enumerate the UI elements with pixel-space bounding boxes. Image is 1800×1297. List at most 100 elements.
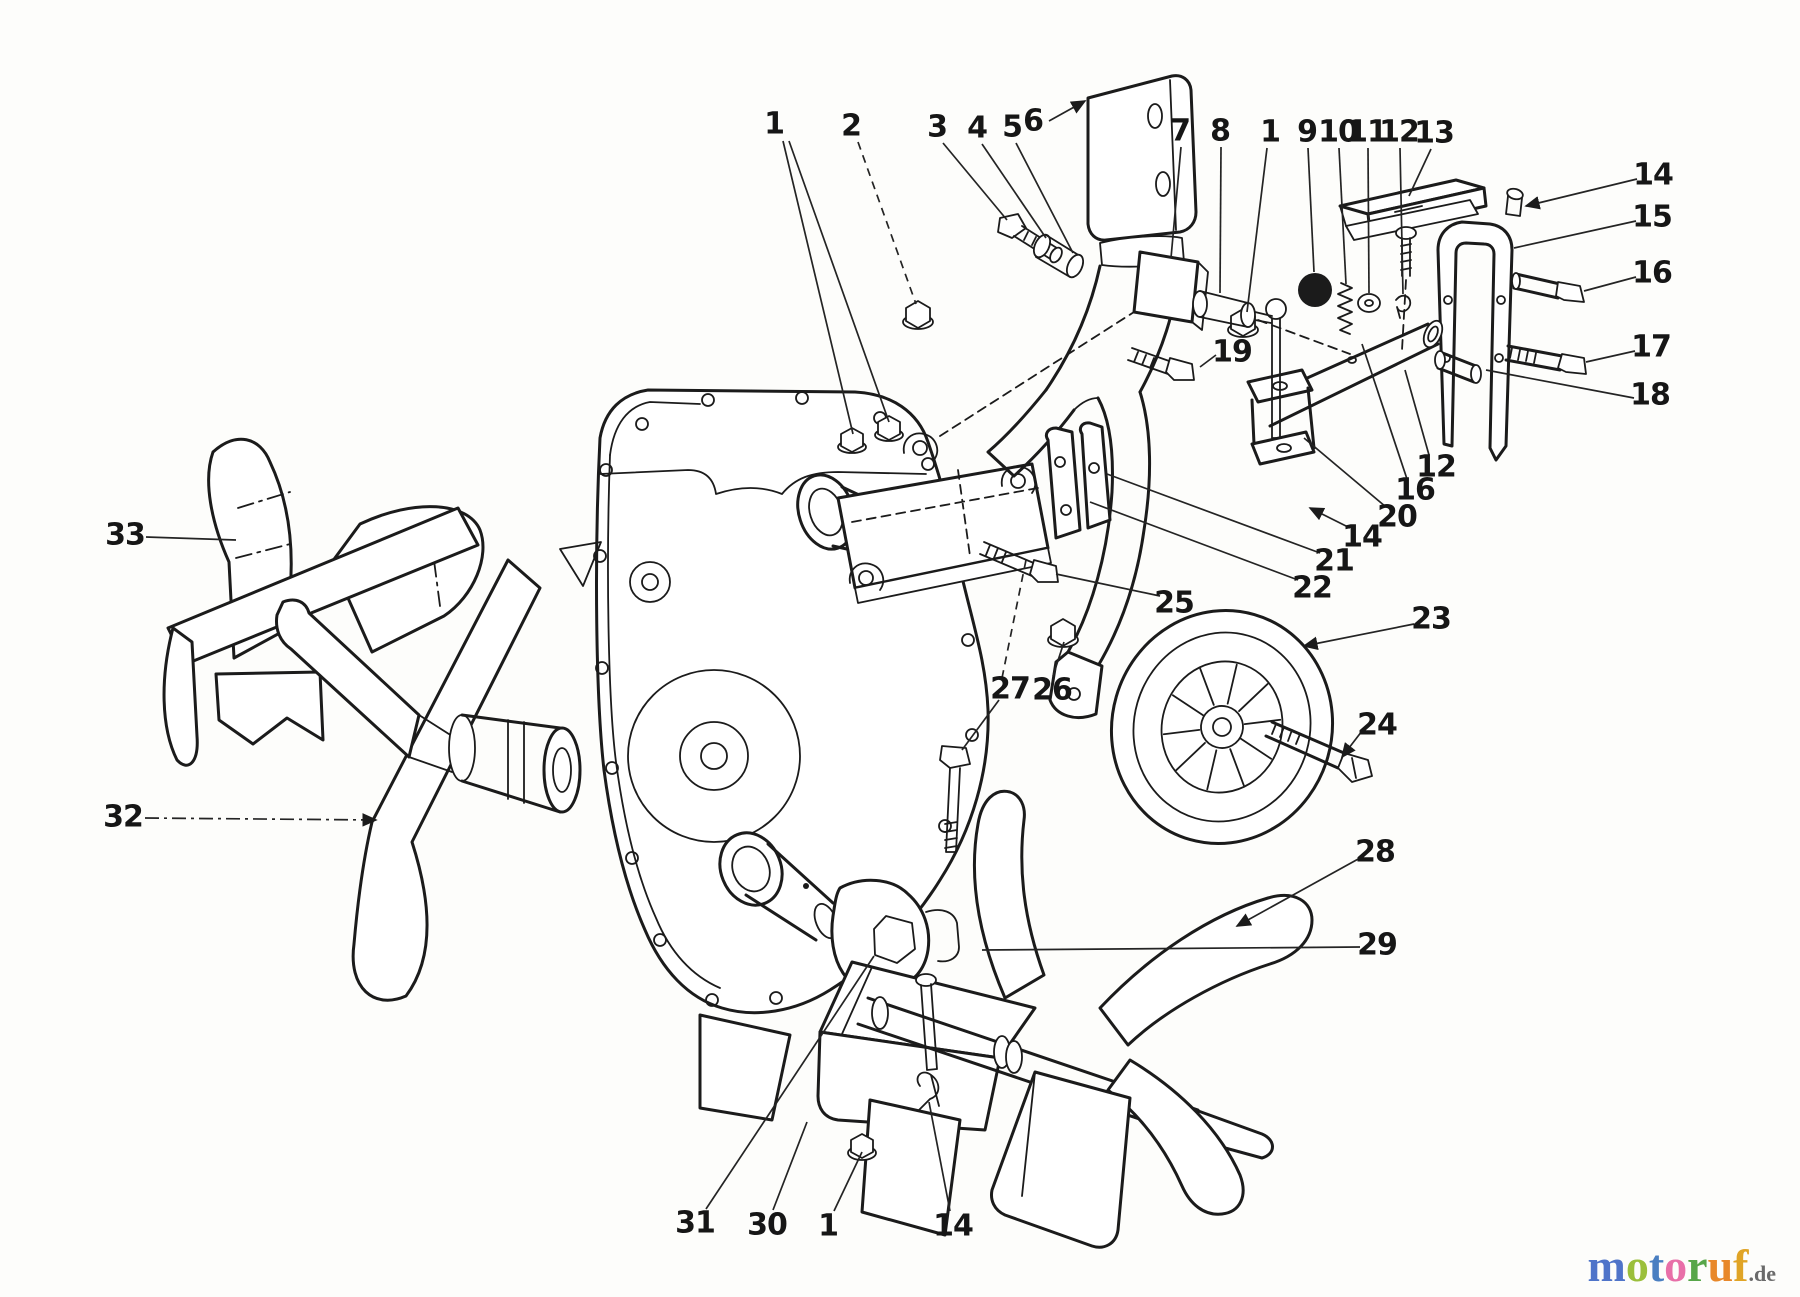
leader-line-5 [1015, 142, 1074, 254]
callout-1-0: 1 [764, 107, 784, 142]
leader-line-11 [1367, 147, 1370, 294]
left-axle-cone [275, 598, 453, 773]
leader-line-4 [981, 143, 1047, 239]
motoruf-watermark: motoruf.de [1588, 1243, 1777, 1289]
callout-27-29: 27 [990, 672, 1030, 707]
leader-line-1 [833, 1151, 863, 1212]
long-bolt [939, 745, 971, 853]
leader-line-16 [1583, 276, 1637, 292]
leader-line-1 [782, 140, 854, 435]
depth-stake-assembly [939, 178, 1587, 466]
leader-line-24 [1340, 730, 1363, 759]
callout-23-26: 23 [1411, 602, 1451, 637]
logo-letter-r: r [1687, 1240, 1708, 1291]
callout-26-28: 26 [1032, 673, 1072, 708]
bumper-block [1132, 250, 1209, 331]
callout-12-12: 12 [1379, 115, 1419, 150]
spring [1337, 282, 1353, 335]
callout-9-9: 9 [1297, 115, 1317, 150]
flat-washer [1357, 293, 1381, 313]
callout-22-25: 22 [1292, 571, 1332, 606]
leader-line-10 [1338, 147, 1347, 285]
logo-letter-o: o [1664, 1240, 1688, 1291]
leader-line-15 [1513, 220, 1637, 249]
leader-line-33 [145, 536, 237, 541]
leader-line-14 [1308, 507, 1351, 529]
callout-4-3: 4 [967, 111, 987, 146]
leader-line-16 [1361, 343, 1408, 480]
callout-3-2: 3 [927, 110, 947, 145]
wheel-bracket [1048, 650, 1104, 719]
leader-line-7 [1170, 146, 1182, 259]
leader-line-12 [1404, 369, 1430, 456]
leader-line-1 [1246, 147, 1268, 313]
callout-10-10: 10 [1318, 115, 1358, 150]
logo-letter-o: o [1625, 1240, 1649, 1291]
callout-30-36: 30 [747, 1208, 787, 1243]
callout-1-37: 1 [818, 1209, 838, 1244]
leader-line-14 [928, 1101, 951, 1212]
loose-hardware [902, 213, 1195, 853]
flange-nut [847, 1133, 877, 1161]
channel-bracket [1338, 178, 1488, 241]
callout-6-5: 6 [1023, 104, 1043, 139]
hex-bolt [1127, 347, 1195, 381]
cross-pin [1434, 350, 1482, 384]
callout-11-11: 11 [1347, 115, 1387, 150]
callout-24-30: 24 [1357, 708, 1397, 743]
leader-line-27 [961, 699, 1000, 751]
clevis-pin [915, 973, 938, 1071]
leader-line-22 [1089, 501, 1299, 581]
leader-line-3 [942, 142, 1008, 221]
hex-bolt [1504, 344, 1587, 375]
hex-bolt [997, 213, 1063, 264]
leader-line-2 [857, 141, 917, 305]
leader-line-6 [1048, 100, 1087, 122]
callout-20-22: 20 [1377, 500, 1417, 535]
axle-bolt [1264, 720, 1373, 783]
lower-output-shaft [718, 831, 839, 942]
flange-nut [874, 415, 904, 442]
hex-bolt [979, 541, 1059, 583]
left-tine-assembly [162, 437, 582, 1002]
leader-line-23 [1302, 623, 1415, 651]
stake-u-bracket [1436, 220, 1514, 462]
leader-line-13 [1408, 148, 1432, 197]
callout-1-8: 1 [1260, 115, 1280, 150]
callout-5-4: 5 [1002, 110, 1022, 145]
callout-7-6: 7 [1170, 114, 1190, 149]
rubber-knob [1298, 273, 1332, 307]
leader-line-27 [1001, 559, 1027, 679]
callout-18-18: 18 [1630, 378, 1670, 413]
leader-line-21 [1106, 473, 1321, 554]
callout-16-16: 16 [1632, 256, 1672, 291]
handle-assembly [986, 74, 1198, 719]
leader-line-30 [772, 1121, 808, 1211]
hex-bolt [1511, 272, 1585, 303]
transport-wheel [1109, 609, 1373, 845]
hairpin-clip [916, 1071, 940, 1111]
motoruf-logo-letters: motoruf [1588, 1240, 1749, 1291]
callout-19-19: 19 [1212, 335, 1252, 370]
leader-line-26 [1052, 641, 1065, 677]
clevis-pin-small [1505, 187, 1524, 217]
leader-line-1 [788, 140, 890, 423]
latch-bracket [1044, 421, 1112, 540]
leader-line-20 [1303, 437, 1387, 508]
leader-line-29 [981, 946, 1361, 951]
leader-line-8 [1219, 146, 1222, 294]
callout-25-27: 25 [1154, 586, 1194, 621]
spacer-pin [1192, 290, 1273, 328]
callout-28-31: 28 [1355, 835, 1395, 870]
spacer-tube [1032, 233, 1085, 279]
callout-29-32: 29 [1357, 928, 1397, 963]
ball-head-pin [1265, 298, 1287, 439]
leader-line-14 [1524, 178, 1638, 210]
logo-letter-m: m [1587, 1240, 1626, 1291]
callout-17-17: 17 [1631, 330, 1671, 365]
callout-32-34: 32 [103, 800, 143, 835]
callout-8-7: 8 [1210, 114, 1230, 149]
motoruf-logo-suffix: .de [1748, 1261, 1777, 1286]
leader-line-18 [1485, 369, 1635, 399]
